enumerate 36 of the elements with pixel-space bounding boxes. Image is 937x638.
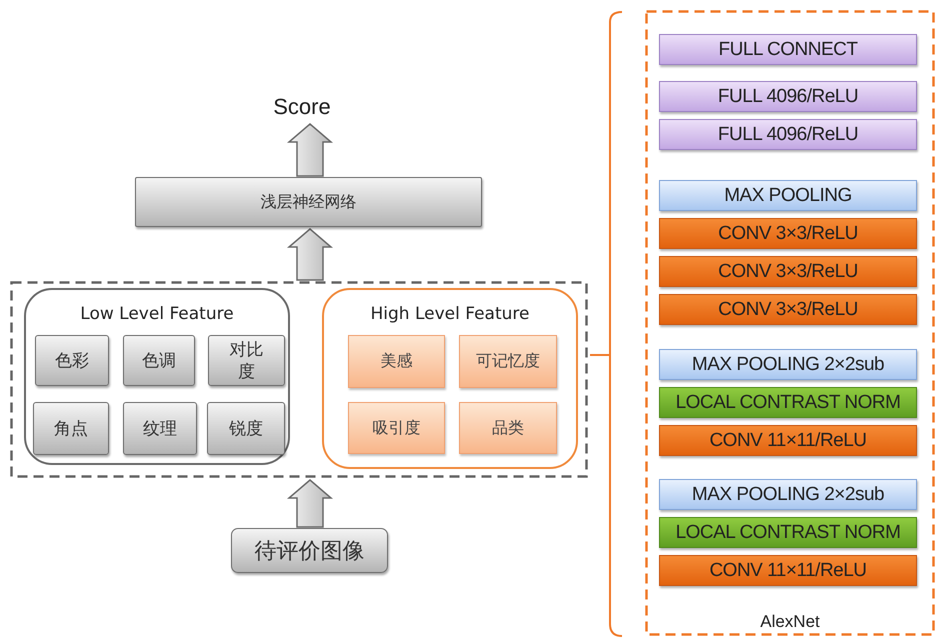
feature-box: 锐度: [207, 402, 285, 455]
layer-box: CONV 11×11/ReLU: [659, 555, 917, 586]
layer-box: CONV 3×3/ReLU: [659, 218, 917, 249]
process-box: 浅层神经网络: [135, 177, 482, 227]
block-arrow: [286, 123, 334, 177]
feature-box: 色彩: [35, 335, 109, 386]
dashed-frame: [645, 10, 935, 636]
feature-box: 吸引度: [348, 402, 445, 454]
layer-box: LOCAL CONTRAST NORM: [659, 517, 917, 548]
layer-box: CONV 3×3/ReLU: [659, 256, 917, 287]
feature-box: 色调: [123, 335, 195, 386]
feature-box: 品类: [459, 402, 557, 454]
group-heading: Low Level Feature: [79, 304, 235, 324]
feature-box: 角点: [33, 402, 109, 455]
layer-box: MAX POOLING: [659, 180, 917, 211]
layer-box: FULL 4096/ReLU: [659, 119, 917, 150]
block-arrow: [286, 228, 334, 281]
layer-box: CONV 11×11/ReLU: [659, 425, 917, 456]
network-label: AlexNet: [759, 612, 821, 632]
feature-group: [322, 288, 578, 469]
dashed-frame: [10, 281, 588, 478]
feature-group: [24, 288, 290, 465]
process-box: 待评价图像: [231, 528, 388, 573]
feature-box: 纹理: [123, 402, 197, 455]
layer-box: LOCAL CONTRAST NORM: [659, 387, 917, 418]
layer-box: CONV 3×3/ReLU: [659, 294, 917, 325]
layer-box: MAX POOLING 2×2sub: [659, 349, 917, 380]
feature-box: 美感: [348, 335, 445, 388]
feature-box: 可记忆度: [459, 335, 557, 388]
block-arrow: [286, 479, 334, 528]
layer-box: MAX POOLING 2×2sub: [659, 479, 917, 510]
layer-box: FULL 4096/ReLU: [659, 81, 917, 112]
layer-box: FULL CONNECT: [659, 34, 917, 65]
output-label: Score: [262, 92, 342, 122]
feature-box: 对比度: [208, 335, 285, 386]
group-heading: High Level Feature: [370, 304, 530, 324]
